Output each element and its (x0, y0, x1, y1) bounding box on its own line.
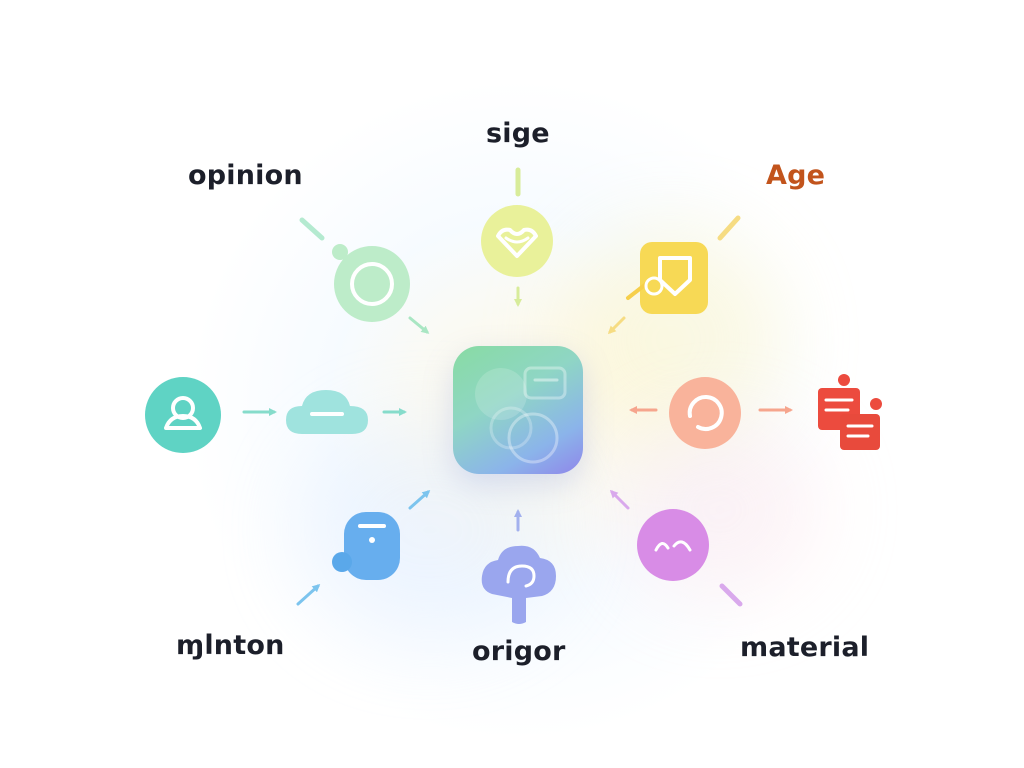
arrow-top-left (408, 316, 430, 334)
label-bottom-right: material (740, 632, 870, 663)
robot-head-icon (332, 512, 400, 580)
label-top: sige (486, 118, 550, 149)
node-left-inner[interactable] (284, 386, 370, 438)
chat-ring-icon (332, 244, 410, 322)
node-right-inner[interactable] (668, 376, 742, 450)
label-bottom-left: ɱlnton (176, 630, 285, 661)
label-bottom: origor (472, 636, 566, 667)
document-stack-icon (818, 374, 882, 450)
app-hub-icon (475, 366, 567, 464)
arrow-bottom-right-inner (609, 489, 630, 510)
cloud-icon (286, 390, 368, 434)
node-top-right[interactable] (622, 238, 718, 320)
smile-icon (637, 509, 709, 581)
user-icon (145, 377, 221, 453)
brain-icon (481, 545, 556, 624)
arrow-top-right (607, 316, 626, 335)
label-top-left: opinion (188, 160, 303, 191)
node-right-outer[interactable] (812, 374, 886, 454)
label-top-right: Age (766, 160, 826, 191)
node-bottom-right[interactable] (636, 508, 710, 582)
node-left-outer[interactable] (144, 376, 222, 454)
node-top-left[interactable] (326, 240, 412, 326)
arrow-bottom-right-stub (719, 583, 743, 607)
arrow-bottom-left-outer (296, 583, 321, 606)
node-bottom[interactable] (478, 538, 560, 628)
arrow-top-right-stub (717, 215, 741, 241)
arrow-top-left-stub (299, 217, 325, 241)
node-top[interactable] (480, 204, 554, 278)
refresh-ring-icon (669, 377, 741, 449)
arrow-bottom-left-inner (408, 490, 431, 510)
central-hub[interactable] (453, 346, 583, 474)
node-bottom-left[interactable] (330, 508, 406, 588)
heart-badge-icon (481, 205, 553, 277)
shield-chat-icon (626, 242, 708, 314)
